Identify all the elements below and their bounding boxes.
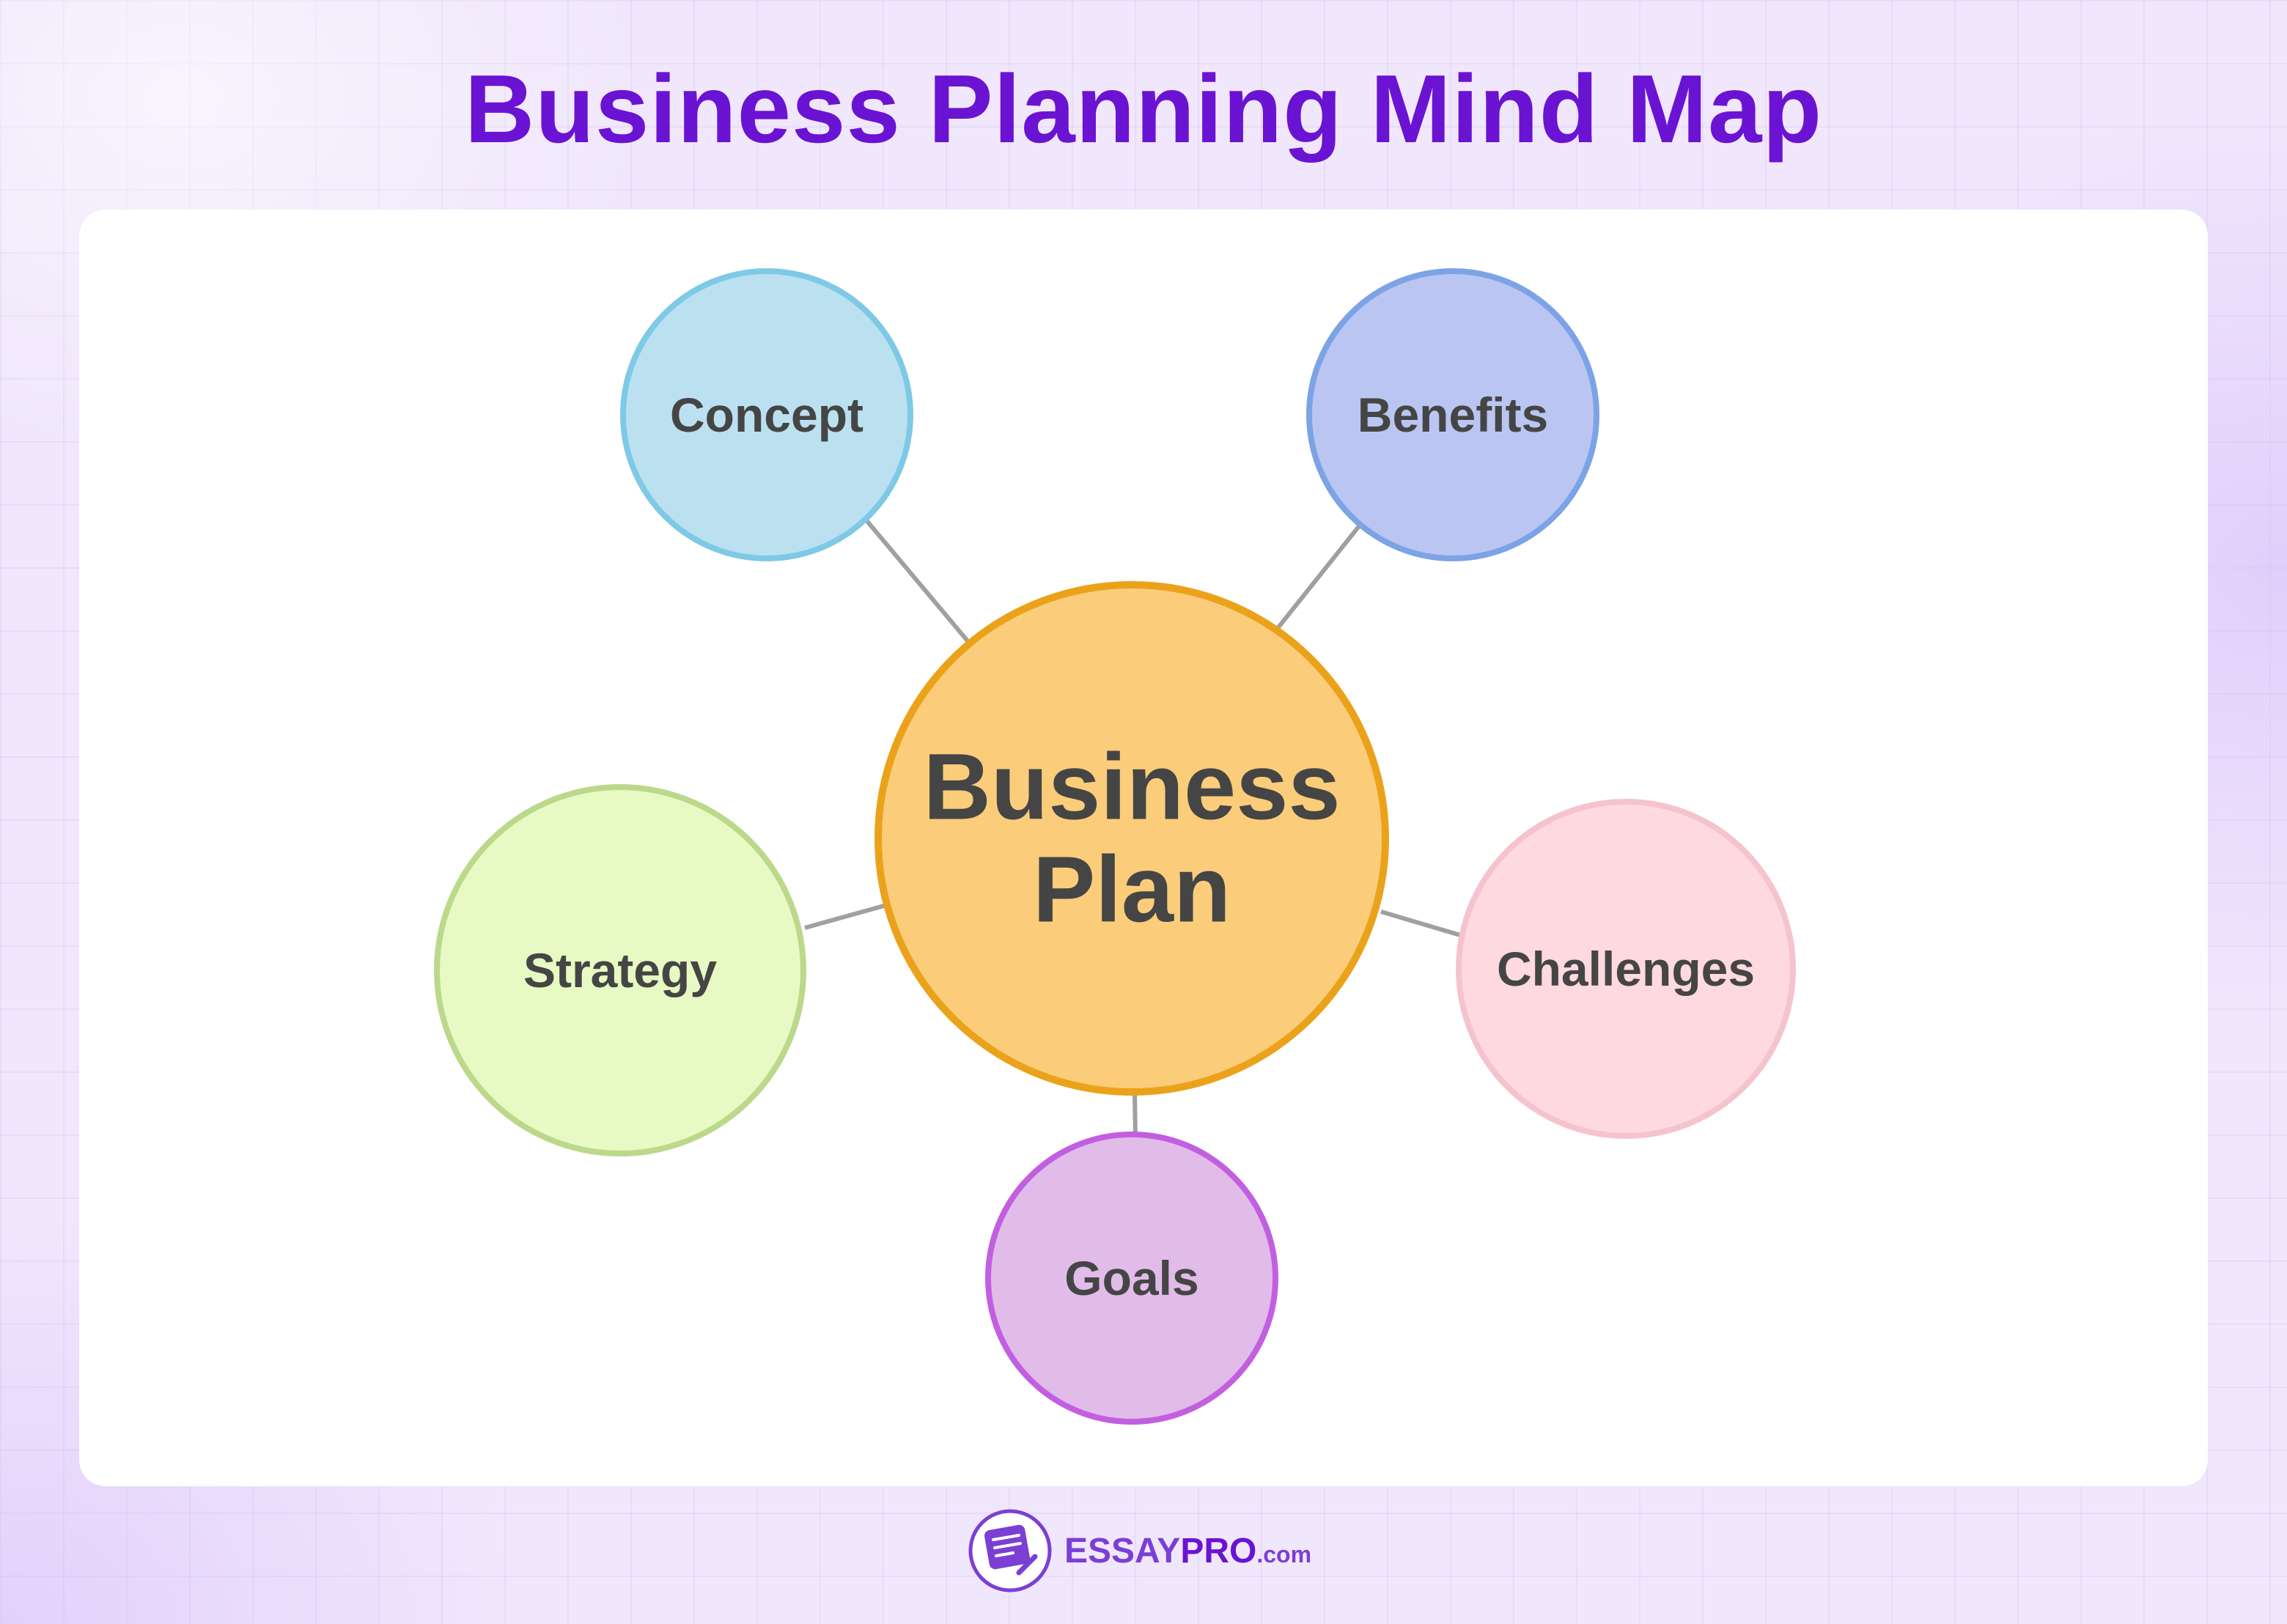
- node-strategy-label: Strategy: [523, 943, 717, 997]
- connector-benefits: [1276, 525, 1361, 629]
- connector-challenges: [1380, 909, 1461, 937]
- node-concept-circle: [620, 268, 913, 561]
- mind-map: Concept Benefits Strategy Challenges Goa…: [434, 268, 1796, 1425]
- node-concept: Concept: [620, 268, 913, 561]
- node-center-label-line-1: Business: [923, 735, 1340, 840]
- notepad-pencil-icon: [968, 1509, 1052, 1592]
- node-challenges: Challenges: [1456, 799, 1796, 1139]
- connector-concept: [864, 519, 971, 644]
- page-title: Business Planning Mind Map: [464, 55, 1823, 163]
- node-benefits: Benefits: [1306, 268, 1599, 561]
- brand-main: ESSAY: [1064, 1532, 1181, 1571]
- node-benefits-circle: [1306, 268, 1599, 561]
- diagram-card: Concept Benefits Strategy Challenges Goa…: [79, 210, 2208, 1486]
- node-goals-label: Goals: [1064, 1251, 1198, 1305]
- connector-strategy: [804, 904, 885, 930]
- node-goals: Goals: [985, 1132, 1278, 1425]
- node-center-label-line-2: Plan: [1033, 838, 1231, 942]
- brand-accent: PRO: [1180, 1532, 1257, 1571]
- brand-suffix: .com: [1256, 1541, 1312, 1568]
- node-strategy: Strategy: [434, 784, 806, 1156]
- node-challenges-circle: [1456, 799, 1796, 1139]
- node-center: Business Plan: [874, 581, 1389, 1096]
- node-strategy-circle: [434, 784, 806, 1156]
- node-concept-label: Concept: [670, 388, 863, 442]
- node-goals-circle: [985, 1132, 1278, 1425]
- node-challenges-label: Challenges: [1497, 942, 1755, 996]
- node-benefits-label: Benefits: [1358, 388, 1548, 442]
- node-center-circle: [874, 581, 1389, 1096]
- brand-wordmark[interactable]: ESSAYPRO.com: [1064, 1526, 1311, 1577]
